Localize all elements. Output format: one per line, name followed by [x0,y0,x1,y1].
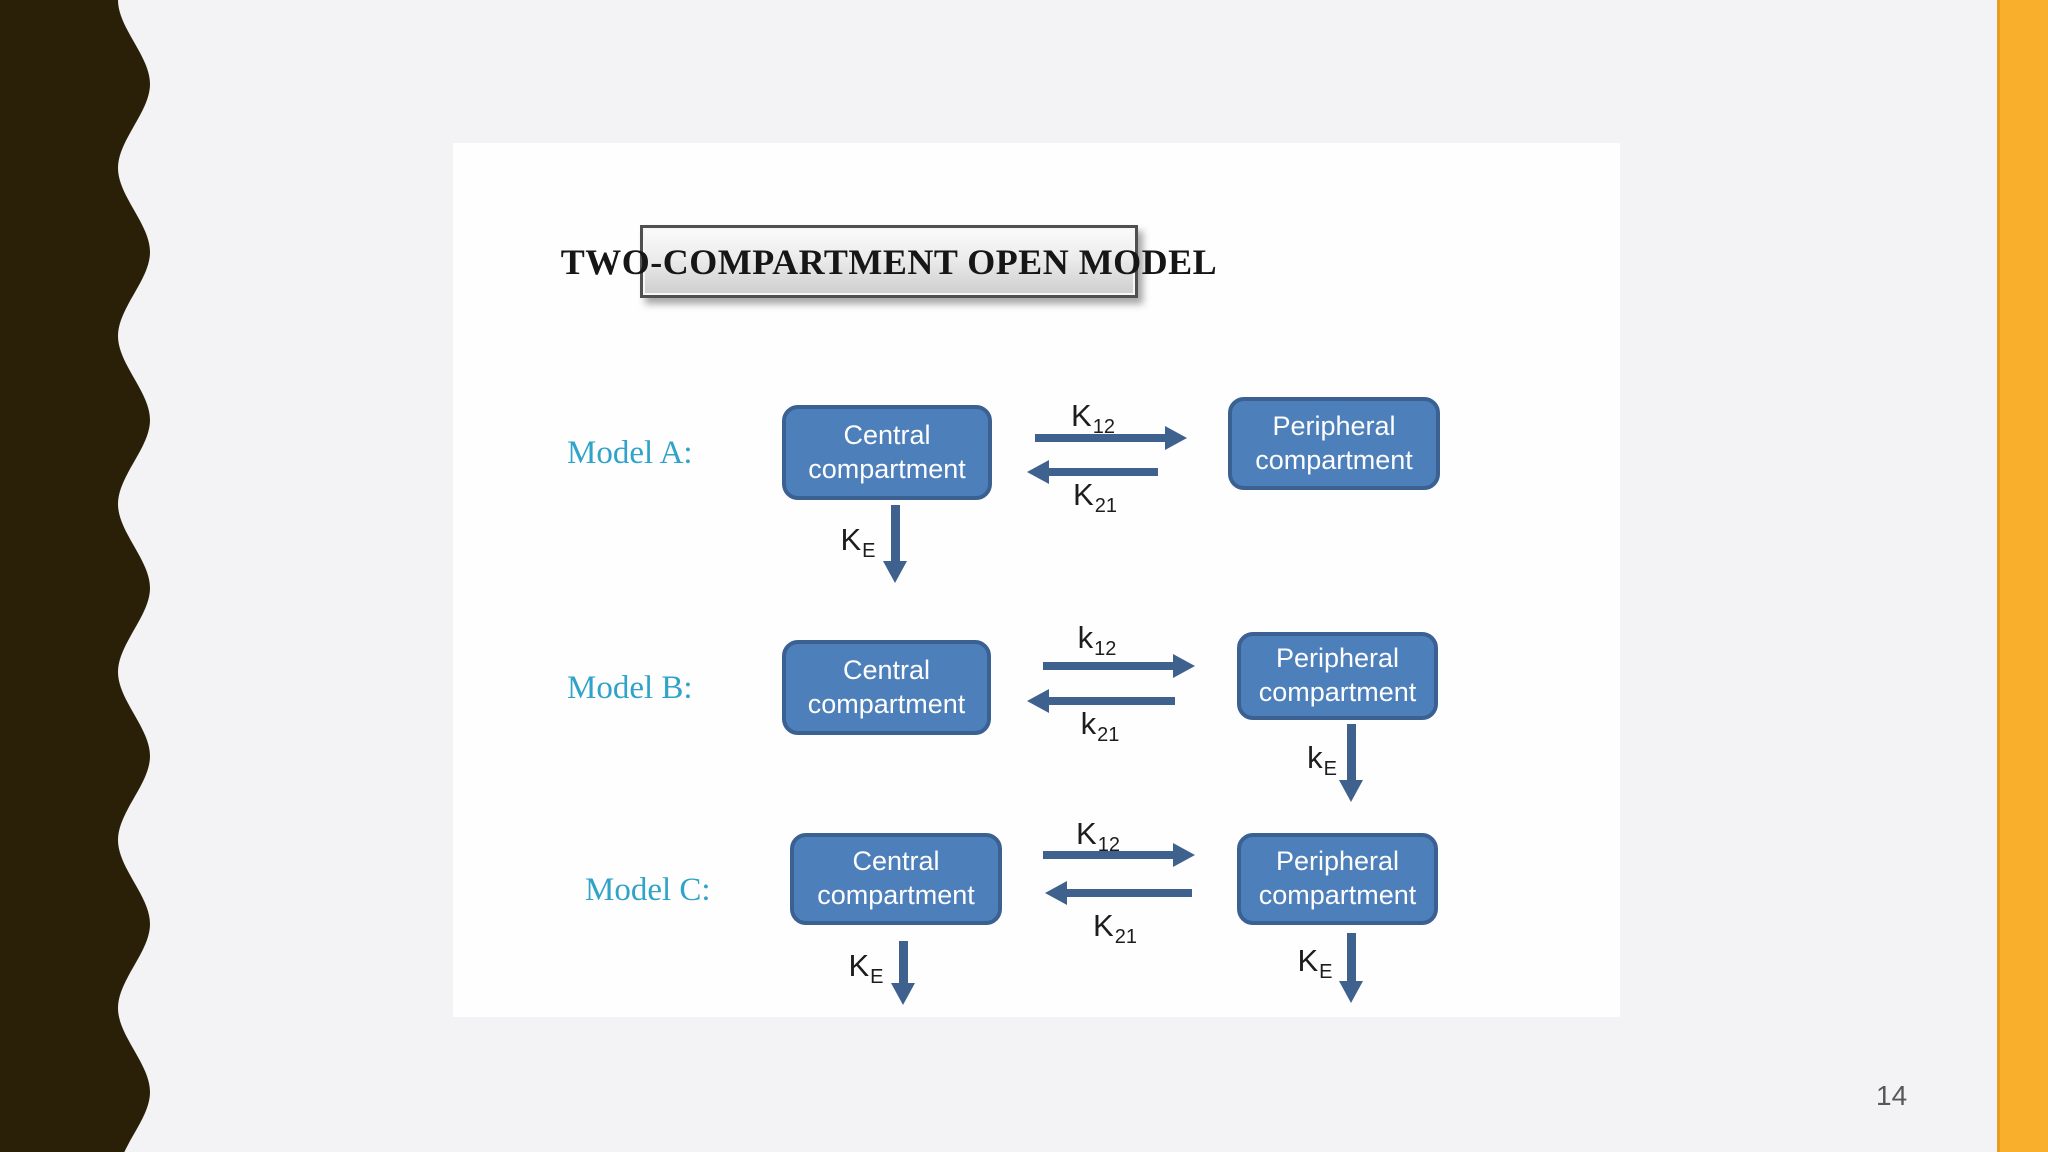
model-c-k21-arrow [1045,881,1192,905]
arrow-down-icon [1339,981,1363,1003]
model-b-k12-arrow [1043,654,1195,678]
model-b-peripheral-box: Peripheral compartment [1237,632,1438,720]
arrow-right-icon [1173,843,1195,867]
model-a-k21-label: K21 [1073,477,1117,517]
model-a-central-label: Central compartment [808,419,966,484]
model-a-peripheral-label: Peripheral compartment [1255,410,1413,475]
model-a-k12-arrow [1035,426,1187,450]
model-c-k21-label: K21 [1093,908,1137,948]
model-c-ke-central-arrow [891,941,915,1005]
title-box: TWO-COMPARTMENT OPEN MODEL [561,225,1217,298]
arrow-down-icon [891,983,915,1005]
model-c-label: Model C: [585,872,711,908]
right-accent-bar [1997,0,2048,1152]
model-b-ke-arrow [1339,724,1363,802]
arrow-right-icon [1165,426,1187,450]
model-b-central-label: Central compartment [807,654,966,719]
model-c-peripheral-label: Peripheral compartment [1258,846,1417,910]
model-b-ke-label: kE [1307,740,1337,780]
slide-title: TWO-COMPARTMENT OPEN MODEL [560,241,1218,282]
model-c-peripheral-box: Peripheral compartment [1237,833,1438,925]
model-b-label: Model B: [567,670,693,706]
model-a-label: Model A: [567,435,693,471]
arrow-down-icon [1339,780,1363,802]
model-a-k21-arrow [1027,460,1158,484]
model-a-peripheral-box: Peripheral compartment [1228,397,1440,490]
model-b-central-box: Central compartment [782,640,991,735]
model-b-k12-label: k12 [1077,620,1117,660]
left-wave-decoration [0,0,150,1152]
model-a-k12-label: K12 [1071,398,1115,438]
model-b-k21-arrow [1027,689,1175,713]
model-c-k12-label: K12 [1076,816,1120,856]
model-b-peripheral-label: Peripheral compartment [1258,643,1417,707]
model-a-central-box: Central compartment [782,405,992,500]
model-a-ke-arrow [883,505,907,583]
model-c-k12-arrow [1043,843,1195,867]
arrow-down-icon [883,561,907,583]
page-number: 14 [1876,1080,1908,1111]
model-b-k21-label: k21 [1080,706,1120,746]
model-c-central-box: Central compartment [790,833,1002,925]
model-c-central-label: Central compartment [817,846,975,910]
arrow-left-icon [1027,689,1049,713]
model-c-ke-central-label: KE [848,948,884,988]
arrow-right-icon [1173,654,1195,678]
model-c-ke-peripheral-arrow [1339,933,1363,1003]
model-a-ke-label: KE [840,522,876,562]
arrow-left-icon [1027,460,1049,484]
model-c-ke-peripheral-label: KE [1297,943,1333,983]
arrow-left-icon [1045,881,1067,905]
